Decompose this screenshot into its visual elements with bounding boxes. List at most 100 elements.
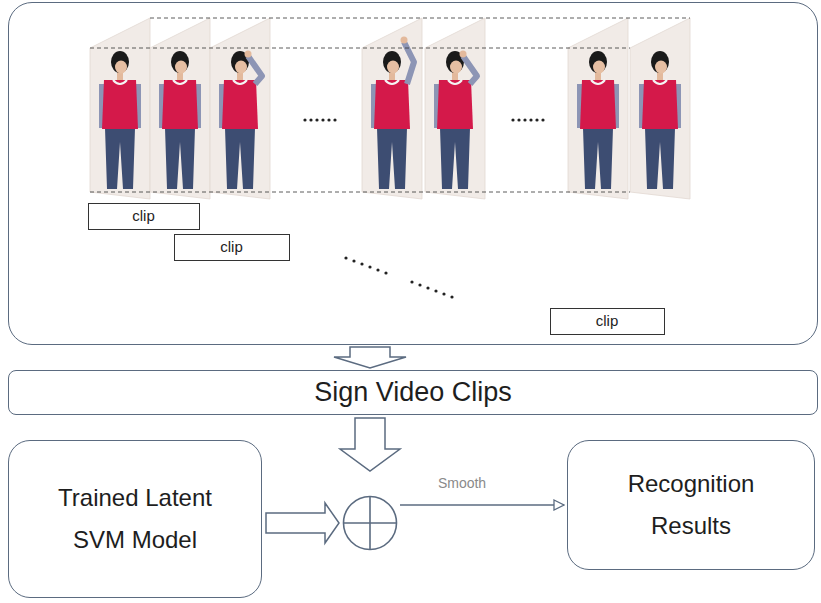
sum-symbol [342, 495, 398, 551]
frame-plane [425, 18, 485, 199]
node-label: clip [132, 207, 155, 224]
ellipsis-dot [426, 286, 429, 289]
process-band: Sign Video Clips [8, 370, 818, 415]
sum-circle [342, 495, 398, 551]
block-arrow [266, 503, 339, 543]
node-label: Sign Video Clips [314, 377, 512, 408]
sum-ring [344, 497, 397, 550]
ellipsis-dot [333, 118, 336, 121]
clip-box: clip [88, 203, 200, 230]
ellipsis-dot [376, 268, 379, 271]
block-arrow [340, 418, 400, 471]
frame-plane [210, 18, 270, 199]
ellipsis-dot [434, 289, 437, 292]
ellipsis-dot [529, 118, 532, 121]
result-box: Recognition Results [567, 440, 815, 570]
ellipsis-dot [535, 118, 538, 121]
frame-plane [568, 18, 628, 199]
guide-dash [90, 192, 630, 193]
hair [589, 51, 607, 73]
collar [385, 80, 399, 84]
clip-box: clip [174, 234, 290, 261]
jeans [105, 128, 135, 189]
flow-arrow [400, 504, 564, 506]
ellipsis-dot [541, 118, 544, 121]
frame-plane [630, 18, 690, 199]
model-box: Trained Latent SVM Model [8, 440, 262, 598]
shirt [222, 80, 258, 129]
hair [111, 51, 129, 73]
hand [401, 37, 408, 44]
video-frame [90, 18, 150, 199]
collar [233, 80, 247, 84]
frame-plane [90, 18, 150, 199]
video-frame [150, 18, 210, 199]
ellipsis-dot [442, 292, 445, 295]
jeans [165, 128, 195, 189]
collar [113, 80, 127, 84]
ellipsis-dot [384, 271, 387, 274]
ellipsis-dot [321, 118, 324, 121]
frame-plane [150, 18, 210, 199]
collar [448, 80, 462, 84]
jeans [225, 128, 255, 189]
video-frame [568, 18, 628, 199]
block-arrow [334, 347, 406, 368]
shirt [374, 80, 410, 129]
jeans [645, 128, 675, 189]
ellipsis-dot [303, 118, 306, 121]
jeans [377, 128, 407, 189]
ellipsis-dot [368, 265, 371, 268]
ellipsis-dot [418, 283, 421, 286]
edge-label: Smooth [435, 475, 489, 491]
face [235, 61, 247, 74]
ellipsis-dot [517, 118, 520, 121]
ellipsis-dot [327, 118, 330, 121]
node-label: clip [596, 312, 619, 329]
node-label: Recognition Results [596, 463, 786, 547]
face [593, 61, 605, 74]
clip-panel: clip clip clip [8, 2, 818, 345]
raised-arm [248, 56, 262, 84]
frame-plane [362, 18, 422, 199]
ellipsis-dot [352, 259, 355, 262]
face [655, 61, 667, 74]
node-label: Trained Latent SVM Model [40, 477, 230, 561]
video-frame [630, 18, 690, 199]
hand [460, 51, 467, 58]
sum-cross [344, 497, 397, 550]
shirt [580, 80, 616, 129]
ellipsis-dot [410, 280, 413, 283]
collar [173, 80, 187, 84]
ellipsis-dot [523, 118, 526, 121]
clip-box: clip [550, 308, 665, 335]
node-label: clip [220, 238, 243, 255]
face [115, 61, 127, 74]
frame-stack [90, 18, 690, 199]
guide-dash [150, 18, 690, 19]
jeans [583, 128, 613, 189]
shirt [437, 80, 473, 129]
video-frame [425, 18, 485, 199]
face [387, 61, 399, 74]
ellipsis-dot [344, 256, 347, 259]
shirt [162, 80, 198, 129]
collar [653, 80, 667, 84]
hair [651, 51, 669, 73]
face [450, 61, 462, 74]
ellipsis-dot [360, 262, 363, 265]
ellipsis-dot [315, 118, 318, 121]
hand [245, 51, 252, 58]
hair [383, 51, 401, 73]
shirt [102, 80, 138, 129]
ellipsis-dots [303, 118, 544, 298]
collar [591, 80, 605, 84]
jeans [440, 128, 470, 189]
video-frame [210, 18, 270, 199]
ellipsis-dot [309, 118, 312, 121]
hair [171, 51, 189, 73]
guide-dash [90, 48, 630, 49]
ellipsis-dot [511, 118, 514, 121]
shirt [642, 80, 678, 129]
